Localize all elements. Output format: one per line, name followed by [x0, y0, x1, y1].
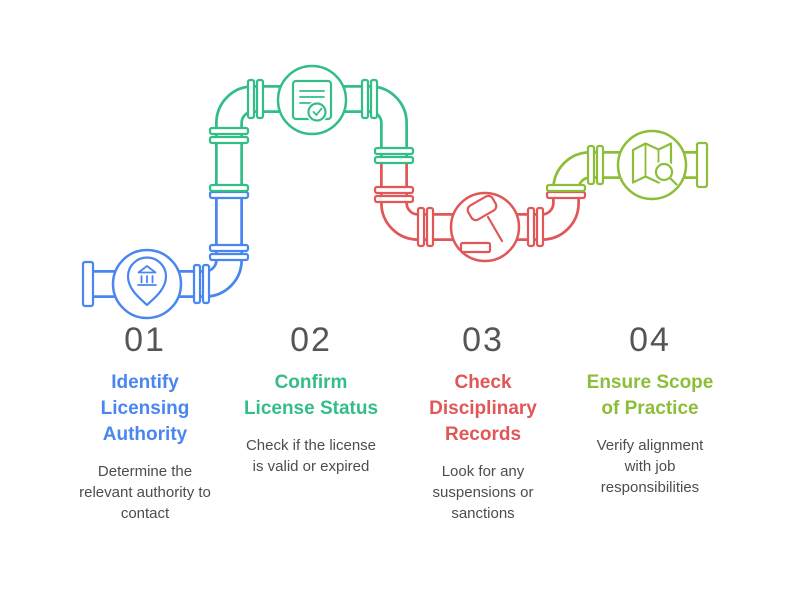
- step-description: Look for any suspensions or sanctions: [432, 463, 534, 522]
- step-title: Check Disciplinary Records: [429, 372, 537, 445]
- document-check-icon: [291, 79, 333, 123]
- step-number: 03: [462, 321, 504, 359]
- step-column-1: 01 Identify Licensing Authority Determin…: [60, 320, 230, 524]
- step-number: 02: [290, 321, 332, 359]
- map-search-icon: [631, 142, 678, 186]
- step-column-4: 04 Ensure Scope of Practice Verify align…: [565, 320, 735, 498]
- step-title: Ensure Scope of Practice: [586, 372, 714, 419]
- step-number: 04: [629, 321, 671, 359]
- pipeline-diagram: [81, 64, 709, 320]
- step-column-2: 02 Confirm License Status Check if the l…: [226, 320, 396, 477]
- pipe-end-cap: [695, 141, 709, 189]
- gavel-icon: [459, 194, 504, 254]
- step-column-3: 03 Check Disciplinary Records Look for a…: [398, 320, 568, 524]
- pipe-flanges: [81, 78, 709, 308]
- step-number: 01: [124, 321, 166, 359]
- node-step4: [616, 129, 688, 201]
- node-step1: [111, 248, 183, 320]
- step-description: Check if the license is valid or expired: [245, 437, 377, 475]
- step-title: Identify Licensing Authority: [100, 372, 190, 445]
- node-step2: [276, 64, 348, 136]
- step-description: Verify alignment with job responsibiliti…: [596, 437, 704, 496]
- step-title: Confirm License Status: [243, 372, 379, 419]
- node-step3: [449, 191, 521, 263]
- bank-location-icon: [126, 256, 168, 307]
- step-description: Determine the relevant authority to cont…: [79, 463, 211, 522]
- pipe-end-cap: [81, 260, 95, 308]
